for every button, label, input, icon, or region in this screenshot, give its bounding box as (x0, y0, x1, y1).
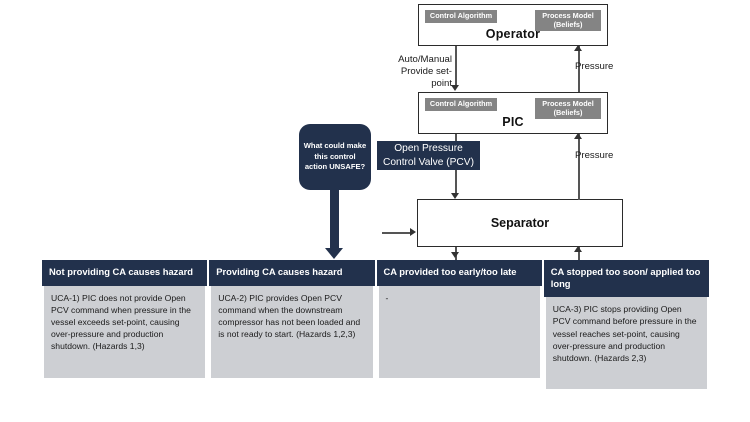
operator-to-pic-arrowhead (451, 85, 459, 91)
control-action-label: Open Pressure Control Valve (PCV) (377, 141, 480, 170)
callout-stem (330, 188, 339, 250)
uca-column: CA stopped too soon/ applied too long UC… (543, 260, 709, 390)
separator-to-pic-label: Pressure (575, 150, 614, 161)
uca-column-cell: UCA-3) PIC stops providing Open PCV comm… (543, 297, 709, 390)
uca-table: Not providing CA causes hazard UCA-1) PI… (42, 260, 709, 390)
pic-to-separator-arrowhead (451, 193, 459, 199)
separator-block: Separator (417, 199, 623, 247)
operator-title: Operator (485, 27, 541, 41)
separator-secondary-line (578, 247, 580, 260)
operator-block: Control Algorithm Process Model (Beliefs… (418, 4, 608, 46)
pic-to-operator-line (578, 46, 580, 92)
operator-control-algorithm-box: Control Algorithm (425, 10, 497, 23)
pic-block: Control Algorithm Process Model (Beliefs… (418, 92, 608, 134)
unsafe-question-callout: What could make this control action UNSA… (299, 124, 371, 190)
operator-to-pic-line (455, 46, 457, 86)
uca-column: CA provided too early/too late - (376, 260, 542, 389)
separator-title: Separator (490, 216, 550, 230)
pic-to-operator-arrowhead (574, 45, 582, 51)
uca-column-cell: UCA-1) PIC does not provide Open PCV com… (42, 286, 208, 378)
operator-to-pic-label: Auto/Manual Provide set-point (398, 54, 452, 89)
uca-column-header: Providing CA causes hazard (209, 260, 375, 286)
pic-control-algorithm-box: Control Algorithm (425, 98, 497, 111)
uca-column-header: CA provided too early/too late (376, 260, 542, 286)
uca-column-cell: UCA-2) PIC provides Open PCV command whe… (209, 286, 375, 378)
separator-input-arrowhead (410, 228, 416, 236)
separator-secondary-arrowhead (574, 246, 582, 252)
separator-to-pic-arrowhead (574, 133, 582, 139)
pic-process-model-box: Process Model (Beliefs) (535, 98, 601, 119)
uca-column-cell: - (376, 286, 542, 378)
operator-process-model-box: Process Model (Beliefs) (535, 10, 601, 31)
uca-column-header: Not providing CA causes hazard (42, 260, 208, 286)
uca-column: Providing CA causes hazard UCA-2) PIC pr… (209, 260, 375, 389)
callout-arrowhead (325, 248, 343, 259)
separator-to-pic-line (578, 134, 580, 200)
pic-to-operator-label: Pressure (575, 61, 614, 72)
uca-column: Not providing CA causes hazard UCA-1) PI… (42, 260, 208, 389)
pic-title: PIC (502, 115, 524, 129)
uca-column-header: CA stopped too soon/ applied too long (543, 260, 709, 298)
separator-input-line (382, 232, 411, 234)
separator-output-arrowhead (451, 252, 459, 258)
